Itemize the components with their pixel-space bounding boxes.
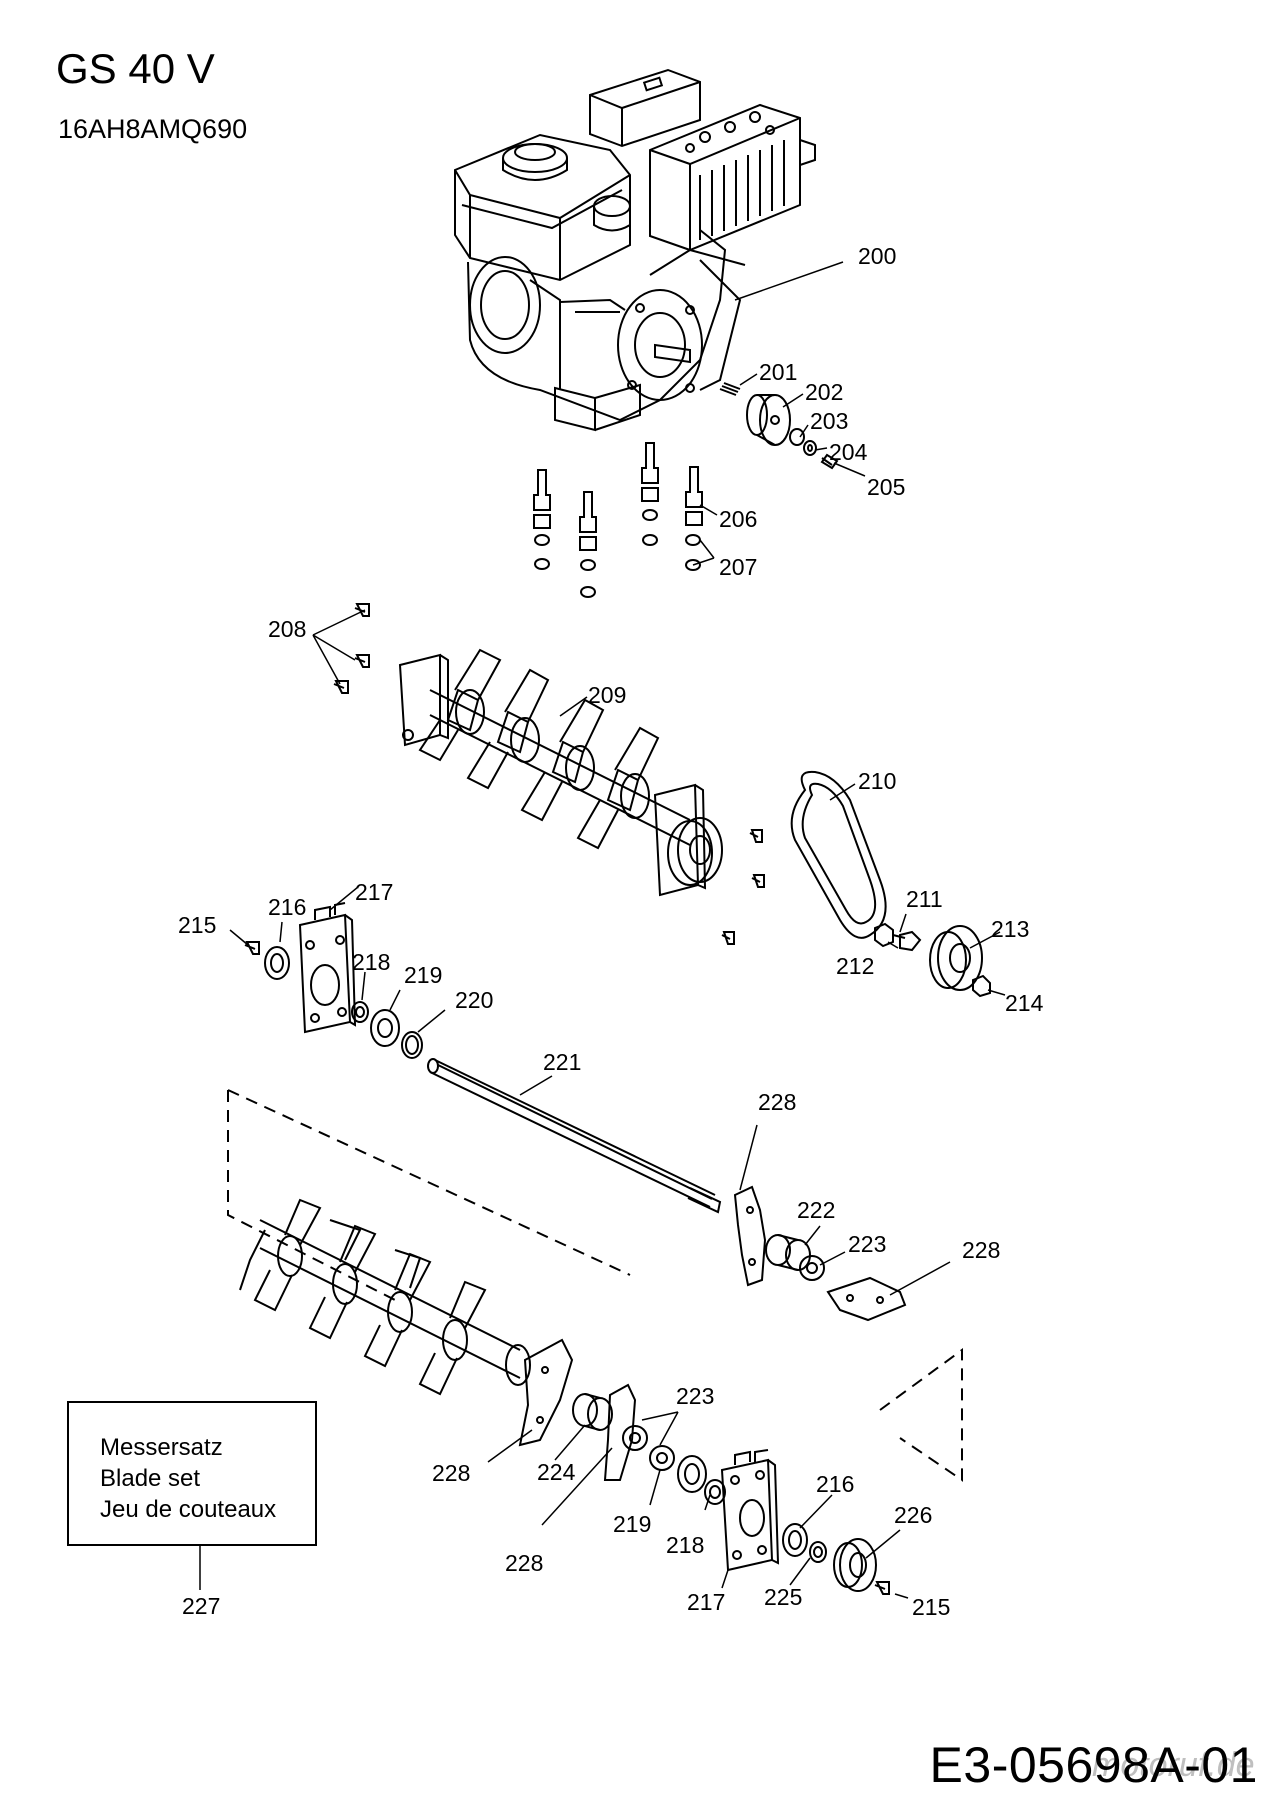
part-label-217: 217 [687, 1589, 725, 1615]
part-label-211: 211 [906, 886, 943, 912]
blade-set-box [67, 1401, 317, 1546]
engine-pulley-parts [719, 382, 839, 470]
tine-rotor-assembly [398, 648, 765, 945]
blade-set-label-de: Messersatz [100, 1434, 223, 1461]
part-label-228: 228 [432, 1460, 470, 1486]
part-label-223: 223 [848, 1231, 886, 1257]
blade-set-description: Messersatz Blade set Jeu de couteaux [100, 1432, 276, 1525]
watermark: motoruf.de [1092, 1746, 1255, 1784]
engine-drawing [454, 68, 816, 432]
part-label-228: 228 [962, 1237, 1000, 1263]
blade-set-dashed-outline [227, 1089, 963, 1482]
part-labels: 200 201 202 203 204 205 206 207 208 209 … [178, 243, 1044, 1620]
blade-set-label-fr: Jeu de couteaux [100, 1496, 277, 1523]
blades-and-spacers [518, 1185, 907, 1505]
part-label-203: 203 [810, 408, 848, 434]
part-label-214: 214 [1005, 990, 1044, 1016]
part-label-204: 204 [829, 439, 868, 465]
part-label-209: 209 [588, 682, 626, 708]
part-label-201: 201 [759, 359, 797, 385]
part-label-227: 227 [182, 1593, 220, 1619]
part-label-202: 202 [805, 379, 843, 405]
part-label-224: 224 [537, 1459, 576, 1485]
part-label-228: 228 [758, 1089, 796, 1115]
part-label-228: 228 [505, 1550, 543, 1576]
part-label-212: 212 [836, 953, 874, 979]
part-label-219: 219 [404, 962, 442, 988]
part-label-216: 216 [816, 1471, 854, 1497]
right-bearing-parts [720, 1449, 890, 1595]
hex-shaft [427, 1058, 722, 1214]
document-id: E3-05698A-01 [929, 1737, 1258, 1793]
driven-pulley-parts [874, 922, 991, 998]
model-number: 16AH8AMQ690 [58, 114, 248, 144]
part-label-220: 220 [455, 987, 493, 1013]
part-label-213: 213 [991, 916, 1029, 942]
part-label-206: 206 [719, 506, 757, 532]
part-label-205: 205 [867, 474, 905, 500]
part-label-217: 217 [355, 879, 393, 905]
part-label-225: 225 [764, 1584, 802, 1610]
leader-lines [199, 261, 1006, 1599]
part-label-226: 226 [894, 1502, 932, 1528]
part-label-219: 219 [613, 1511, 651, 1537]
part-label-216: 216 [268, 894, 306, 920]
studs-and-nuts [533, 442, 703, 598]
blade-set-label-en: Blade set [100, 1465, 201, 1492]
part-label-222: 222 [797, 1197, 835, 1223]
part-label-208: 208 [268, 616, 306, 642]
left-bearing-parts [244, 902, 423, 1059]
part-label-210: 210 [858, 768, 896, 794]
part-label-221: 221 [543, 1049, 581, 1075]
part-label-218: 218 [666, 1532, 704, 1558]
bolts-208 [333, 603, 370, 694]
part-label-223: 223 [676, 1383, 714, 1409]
part-label-200: 200 [858, 243, 896, 269]
diagram-title: GS 40 V [56, 45, 215, 92]
part-label-207: 207 [719, 554, 757, 580]
lower-tine-set [239, 1198, 531, 1396]
part-label-215: 215 [178, 912, 216, 938]
v-belt [790, 770, 887, 939]
part-label-215: 215 [912, 1594, 950, 1620]
part-label-218: 218 [352, 949, 390, 975]
